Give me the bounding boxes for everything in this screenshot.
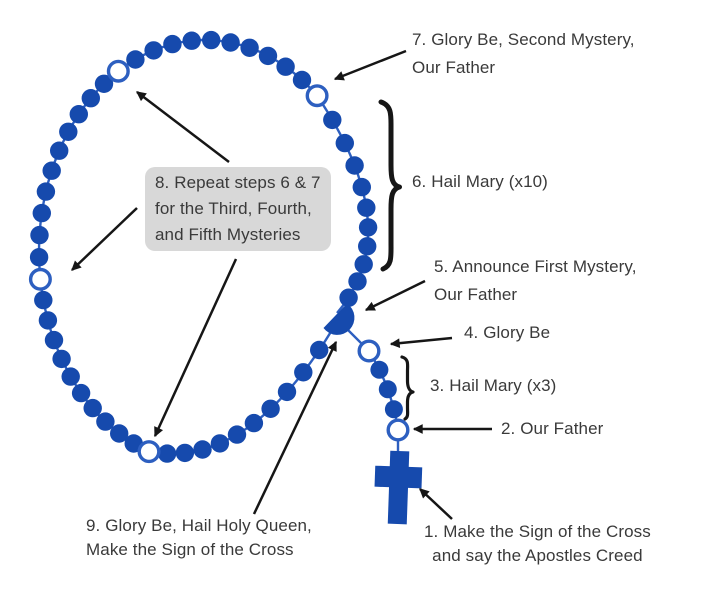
loop-bead bbox=[276, 57, 295, 76]
loop-bead bbox=[193, 440, 212, 459]
loop-bead bbox=[358, 237, 377, 256]
loop-bead bbox=[42, 161, 61, 180]
loop-bead bbox=[227, 425, 247, 444]
loop-bead bbox=[175, 443, 195, 463]
loop-bead bbox=[61, 367, 80, 386]
loop-bead bbox=[202, 30, 221, 50]
arrow-step8-upper-left bbox=[136, 91, 230, 163]
arrow-step9 bbox=[252, 340, 338, 515]
loop-bead bbox=[81, 89, 101, 108]
loop-marker-bead bbox=[305, 84, 329, 108]
arrow-step4 bbox=[389, 336, 453, 348]
loop-marker-bead bbox=[28, 267, 52, 291]
loop-marker-bead bbox=[137, 440, 161, 464]
loop-bead bbox=[240, 38, 259, 57]
loop-bead bbox=[323, 110, 342, 130]
loop-bead bbox=[34, 290, 53, 310]
loop-bead bbox=[244, 413, 264, 433]
loop-bead bbox=[29, 248, 49, 267]
loop-bead bbox=[182, 31, 201, 50]
loop-bead bbox=[69, 105, 89, 124]
brace-hail-mary-10 bbox=[378, 99, 402, 272]
loop-bead bbox=[44, 330, 64, 350]
loop-bead bbox=[358, 218, 378, 237]
pendant-glory-be-bead bbox=[357, 339, 381, 363]
loop-bead bbox=[110, 424, 129, 443]
loop-bead bbox=[30, 225, 49, 245]
loop-bead bbox=[50, 141, 69, 160]
loop-bead bbox=[32, 203, 51, 223]
loop-marker-bead bbox=[106, 59, 130, 83]
loop-bead bbox=[96, 412, 115, 431]
annotation-arrows bbox=[71, 49, 492, 520]
loop-bead bbox=[335, 133, 354, 153]
loop-bead bbox=[345, 156, 364, 175]
pendant-bead bbox=[378, 380, 397, 399]
label-step1: 1. Make the Sign of the Cross and say th… bbox=[424, 522, 651, 565]
arrow-step8-bottom bbox=[153, 258, 238, 438]
loop-bead bbox=[52, 349, 71, 369]
loop-bead bbox=[94, 74, 114, 94]
loop-bead bbox=[59, 122, 78, 141]
loop-bead bbox=[258, 46, 278, 66]
loop-bead bbox=[221, 33, 240, 52]
loop-bead bbox=[357, 198, 376, 217]
loop-bead bbox=[294, 363, 313, 382]
loop-bead bbox=[38, 311, 58, 330]
centerpiece-medal bbox=[323, 303, 355, 335]
label-step3: 3. Hail Mary (x3) bbox=[430, 376, 557, 395]
rosary-beads bbox=[28, 30, 410, 464]
brace-hail-mary-3 bbox=[400, 355, 415, 421]
loop-bead bbox=[144, 41, 163, 60]
loop-bead bbox=[354, 255, 373, 274]
label-step8: 8. Repeat steps 6 & 7 for the Third, Fou… bbox=[155, 173, 321, 244]
arrow-step5 bbox=[364, 279, 426, 312]
loop-bead bbox=[277, 382, 297, 402]
loop-bead bbox=[352, 177, 371, 197]
label-step5: 5. Announce First Mystery, Our Father bbox=[434, 257, 637, 304]
loop-bead bbox=[310, 340, 329, 360]
crucifix bbox=[374, 450, 423, 525]
loop-bead bbox=[157, 444, 177, 463]
loop-bead bbox=[126, 50, 145, 69]
loop-bead bbox=[339, 288, 358, 307]
arrow-step8-left bbox=[71, 207, 138, 271]
pendant-our-father-bead bbox=[386, 418, 410, 442]
loop-bead bbox=[210, 434, 230, 453]
label-step4: 4. Glory Be bbox=[464, 323, 551, 342]
loop-bead bbox=[71, 383, 91, 403]
pendant-bead bbox=[370, 360, 389, 379]
label-step9: 9. Glory Be, Hail Holy Queen, Make the S… bbox=[86, 516, 312, 559]
loop-bead bbox=[348, 272, 367, 291]
pendant-bead bbox=[384, 400, 403, 419]
loop-bead bbox=[292, 70, 312, 90]
label-step6: 6. Hail Mary (x10) bbox=[412, 172, 548, 191]
label-step8-box: 8. Repeat steps 6 & 7 for the Third, Fou… bbox=[145, 167, 331, 251]
label-step7: 7. Glory Be, Second Mystery, Our Father bbox=[412, 30, 635, 77]
loop-bead bbox=[36, 182, 56, 201]
arrow-step7 bbox=[333, 49, 407, 81]
loop-bead bbox=[163, 34, 182, 54]
loop-bead bbox=[261, 399, 280, 418]
label-step2: 2. Our Father bbox=[501, 419, 604, 438]
loop-bead bbox=[83, 398, 102, 418]
arrow-step1 bbox=[419, 488, 453, 520]
